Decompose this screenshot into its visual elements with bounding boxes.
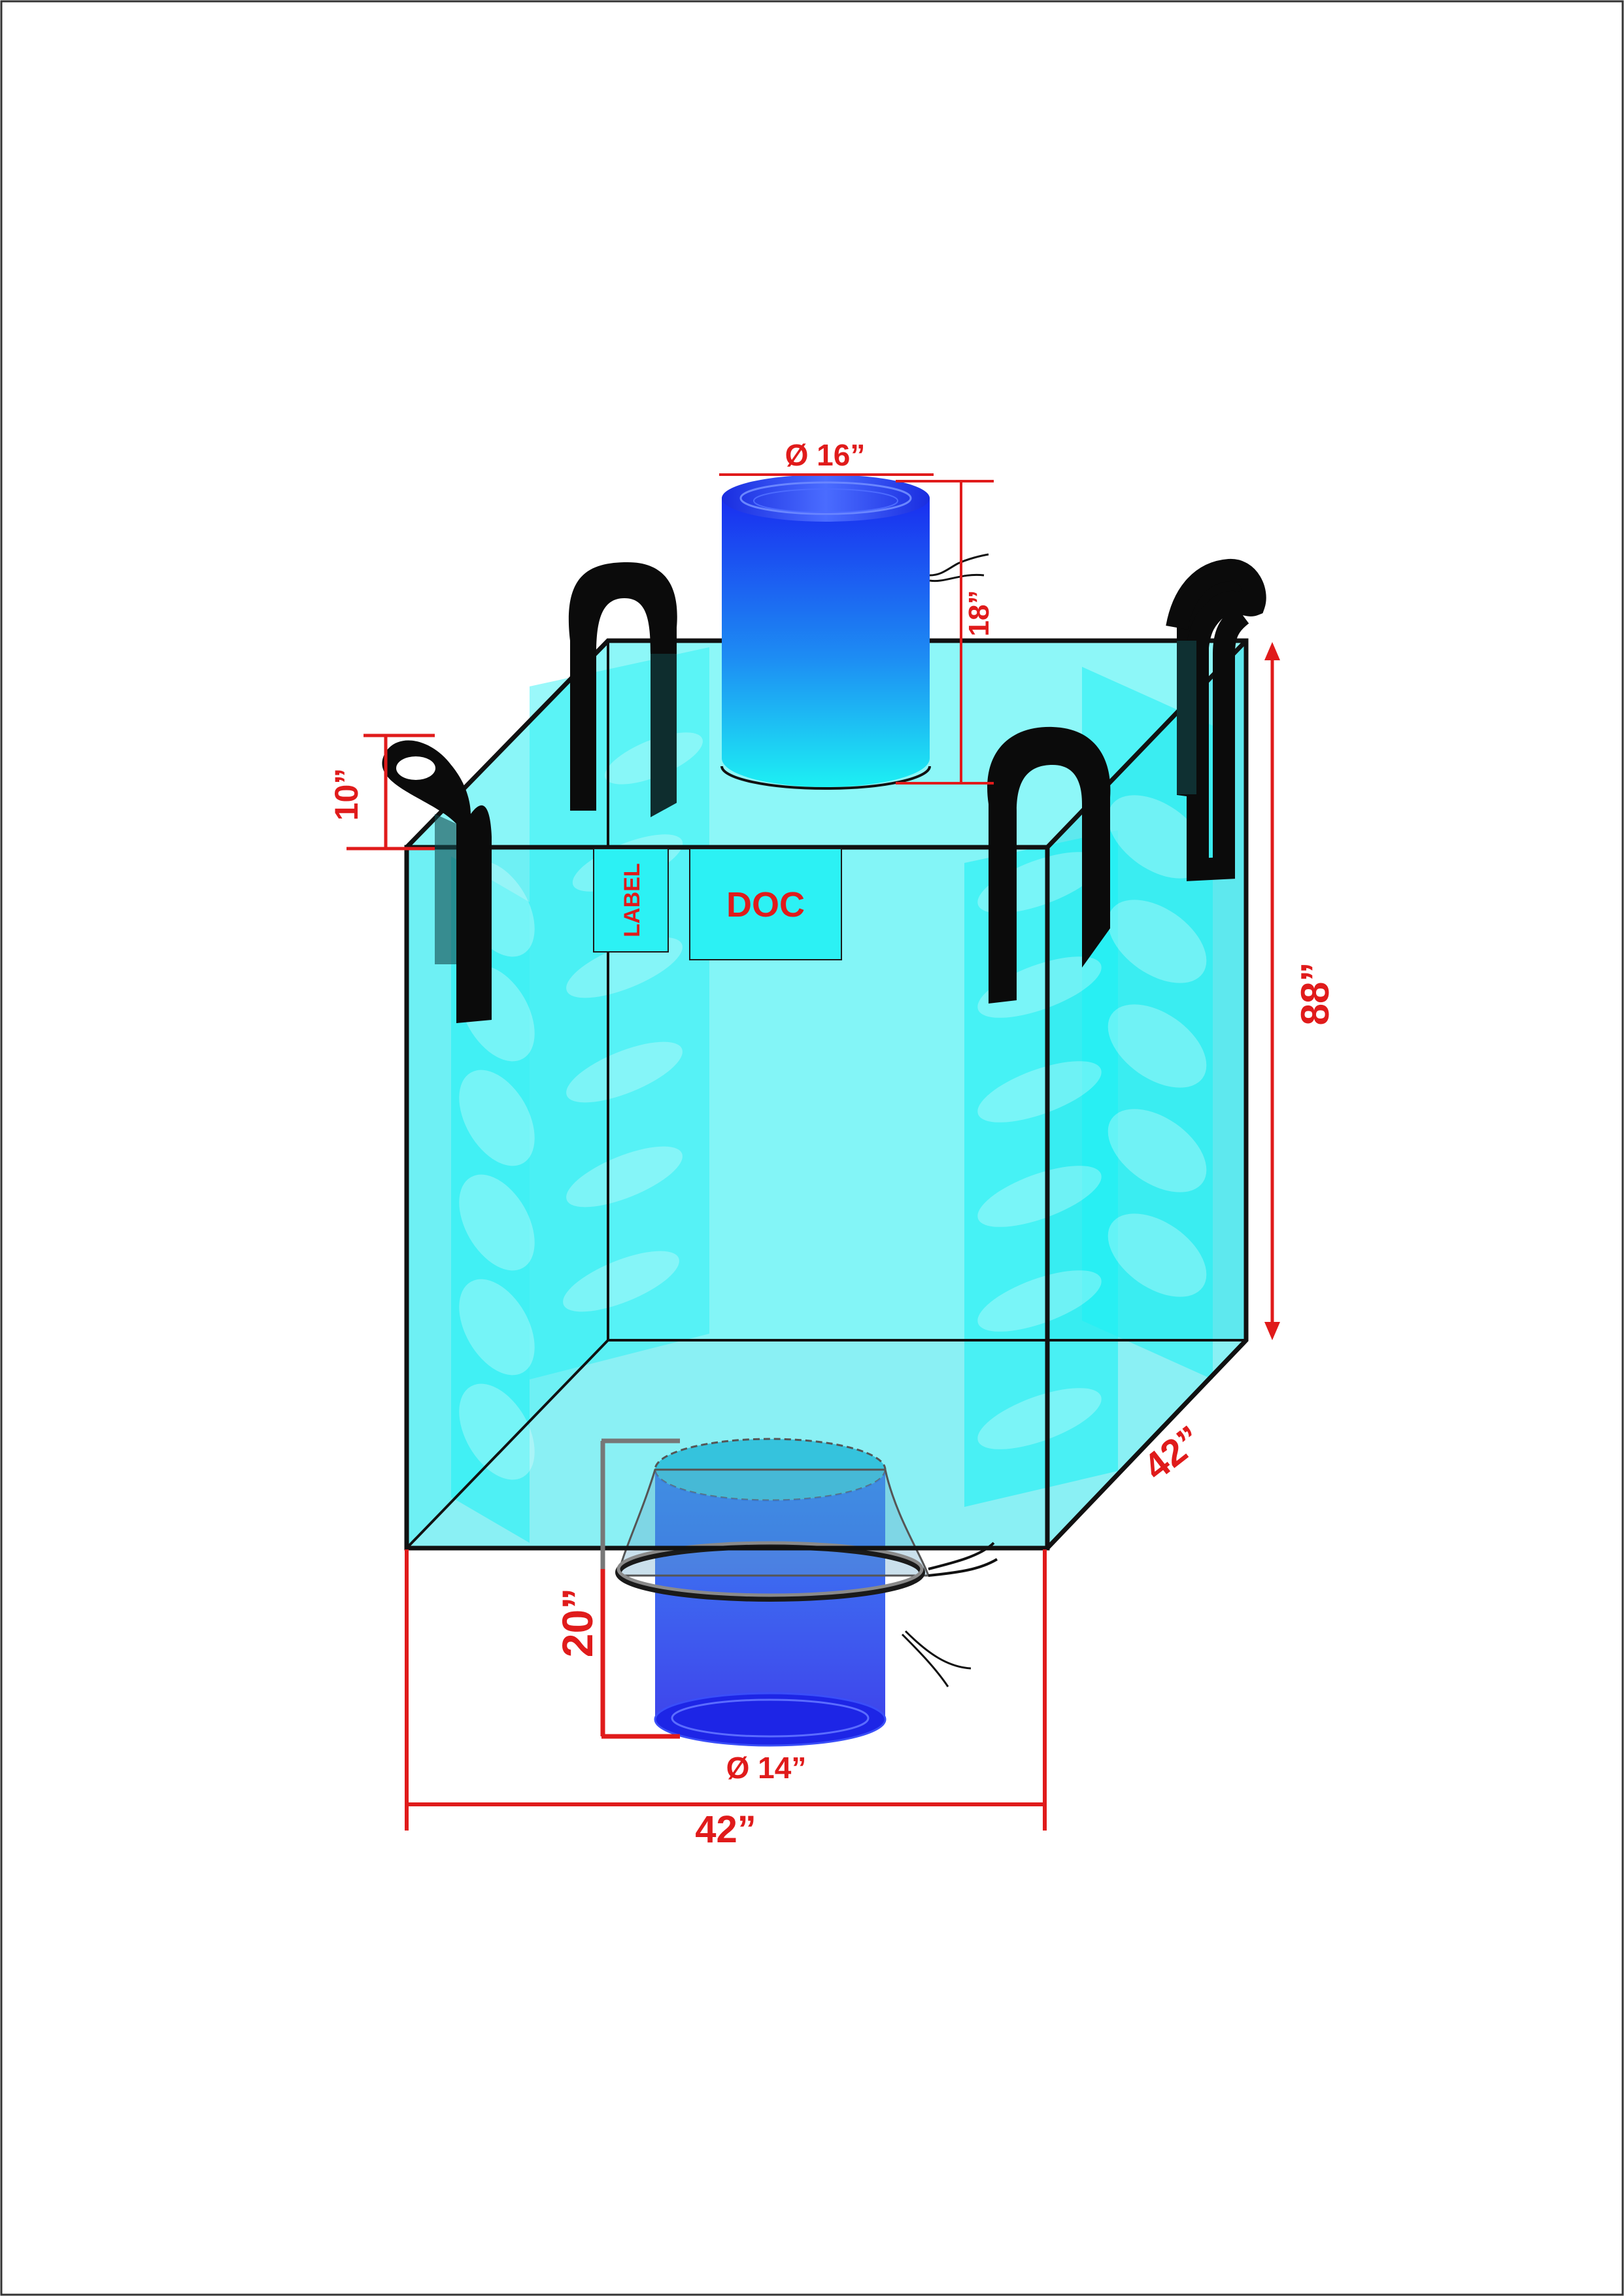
lifting-loop-front-left <box>382 740 492 1023</box>
top-spout-height-label: 18” <box>963 590 995 637</box>
bag-edges <box>404 638 1249 1551</box>
bag-height-label: 88” <box>1293 962 1337 1026</box>
bag-width-label: 42” <box>695 1808 756 1851</box>
label-pocket-text: LABEL <box>620 863 645 937</box>
dimensions <box>347 473 1280 1831</box>
lifting-loop-front-right <box>987 726 1111 1004</box>
label-pocket: LABEL <box>593 848 669 953</box>
bottom-spout-height-label: 20” <box>553 1588 601 1657</box>
top-spout-diameter-label: Ø 16” <box>785 438 866 472</box>
doc-pocket-text: DOC <box>726 885 805 924</box>
doc-pocket: DOC <box>689 848 842 960</box>
bottom-spout <box>615 1438 998 1747</box>
loop-height-label: 10” <box>328 768 365 821</box>
lifting-loops <box>382 559 1266 1023</box>
bottom-spout-diameter-label: Ø 14” <box>726 1751 807 1785</box>
lifting-loop-back-left <box>568 562 677 817</box>
top-spout <box>720 475 989 790</box>
